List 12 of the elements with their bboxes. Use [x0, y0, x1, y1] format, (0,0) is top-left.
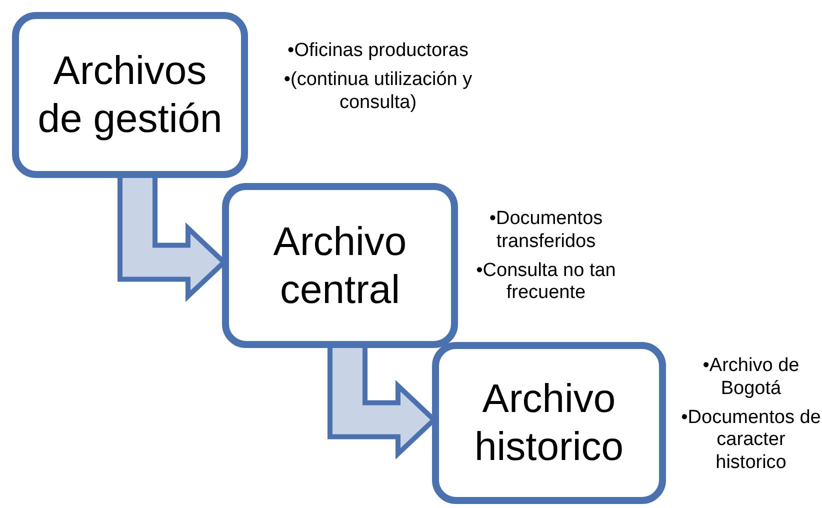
bullet-text: •Consulta no tan frecuente [475, 260, 617, 306]
rounded-box [222, 183, 458, 348]
bullet-text: •Archivo de Bogotá [702, 355, 800, 401]
box-title: Archivo historico [474, 376, 624, 471]
bullet-text: •Documentos transferidos [488, 208, 604, 254]
rounded-box [12, 12, 248, 178]
box-title: Archivo central [272, 218, 408, 314]
bullet-text: •(continua utilización y consulta) [282, 68, 474, 114]
bullet-text: •Oficinas productoras [286, 40, 470, 63]
rounded-box [432, 342, 666, 504]
bullet-text: •Documentos de caracter historico [680, 406, 822, 475]
box-title: Archivos de gestión [36, 48, 224, 143]
